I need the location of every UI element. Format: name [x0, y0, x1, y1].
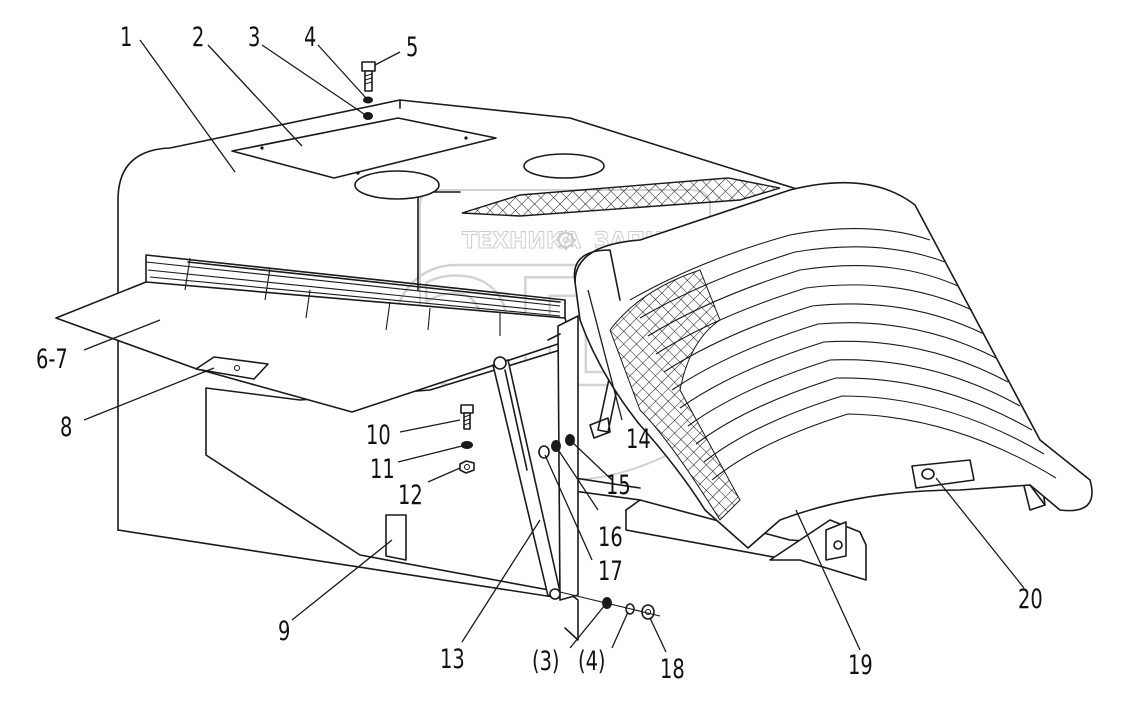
callout-2: 2: [192, 21, 204, 53]
rear-fender: [573, 181, 1093, 549]
opening-rear: [523, 153, 605, 179]
callout-11: 11: [370, 453, 395, 485]
nut-12: [459, 460, 475, 474]
callout-1: 1: [120, 21, 132, 53]
washer-4: [363, 96, 373, 104]
callout-5: 5: [406, 31, 418, 63]
callout-3b: (3): [532, 645, 560, 677]
callout-18: 18: [660, 653, 685, 685]
washer-3: [363, 112, 373, 120]
rear-plate: [911, 459, 975, 489]
callout-15: 15: [606, 469, 631, 501]
callout-9: 9: [278, 615, 290, 647]
washer-16: [551, 440, 561, 452]
callout-6-7: 6-7: [36, 343, 68, 375]
bolt-5: [361, 61, 376, 92]
callout-20: 20: [1018, 583, 1043, 615]
inspection-cover: [231, 117, 497, 179]
bolt-10: [460, 404, 474, 430]
callout-17: 17: [598, 555, 623, 587]
callout-13: 13: [440, 643, 465, 675]
leader-lines: [83, 39, 1025, 653]
callout-3: 3: [248, 21, 260, 53]
gear-icon: [556, 230, 576, 250]
bottom-axis-line: [559, 591, 661, 617]
callout-4b: (4): [578, 645, 606, 677]
washer-17: [538, 445, 550, 459]
callout-14: 14: [626, 423, 651, 455]
callout-16: 16: [598, 521, 623, 553]
callout-4: 4: [304, 21, 316, 53]
air-grille-mesh: [461, 177, 781, 217]
opening-front: [354, 170, 440, 200]
watermark-left-word: ТЕХНИКА: [462, 229, 581, 254]
callout-8: 8: [60, 411, 72, 443]
callout-10: 10: [366, 419, 391, 451]
side-lid: [55, 254, 571, 413]
callout-19: 19: [848, 649, 873, 681]
strut-post: [547, 315, 579, 601]
washer-11: [461, 441, 473, 449]
callout-labels: 1 2 3 4 5 6-7 8 9 10 11 12 13 14 15 16 1…: [36, 21, 1043, 685]
callout-12: 12: [398, 479, 423, 511]
